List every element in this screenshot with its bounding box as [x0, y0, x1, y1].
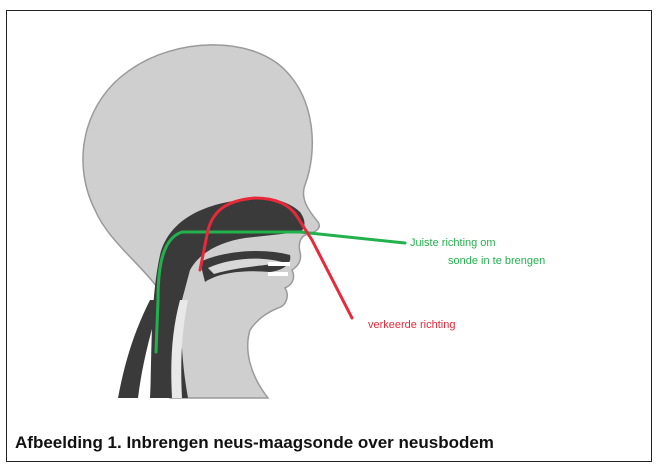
figure-caption: Afbeelding 1. Inbrengen neus-maagsonde o… — [15, 433, 494, 453]
teeth-upper — [268, 262, 290, 266]
correct-direction-label-line1: Juiste richting om — [410, 238, 496, 249]
teeth-lower — [268, 272, 288, 276]
wrong-direction-label: verkeerde richting — [368, 320, 455, 331]
correct-direction-label-line2: sonde in te brengen — [448, 256, 545, 267]
